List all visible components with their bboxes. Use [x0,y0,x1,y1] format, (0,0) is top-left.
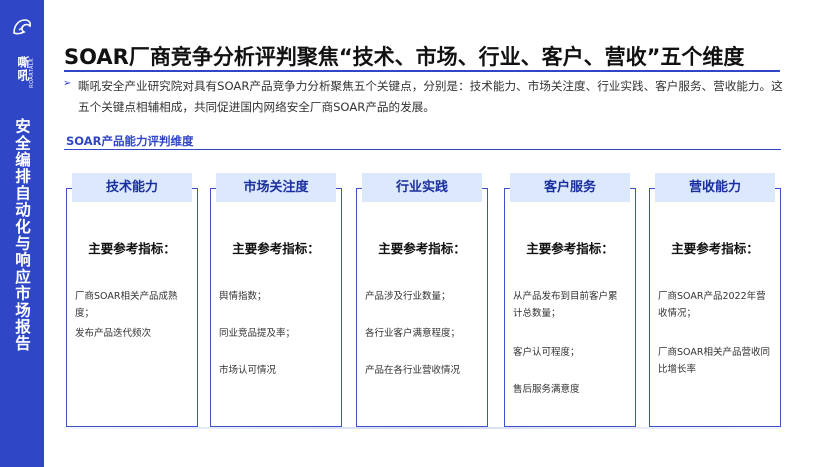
card-ref-label: 主要参考指标： [526,241,614,256]
card-item: 市场认可情况 [219,365,277,376]
sidebar: 嘶吼 ROARTALK 安全编排自动化与响应市场报告 [0,0,44,467]
brand-name-cn: 嘶吼 [16,56,30,82]
card-item: 发布产品迭代频次 [75,328,152,339]
card-header-market: 市场关注度 [216,173,336,202]
bottom-divider [64,427,781,429]
intro-paragraph: 嘶吼安全产业研究院对具有SOAR产品竞争力分析聚焦五个关键点，分别是：技术能力、… [78,79,783,114]
card-item: 厂商SOAR产品2022年营收情况； [658,291,766,319]
roar-logo-icon [13,19,32,35]
card-industry: 主要参考指标： 产品涉及行业数量； 各行业客户满意程度； 产品在各行业营收情况 [356,188,488,427]
title-divider [64,70,780,72]
section-title: SOAR产品能力评判维度 [66,134,194,148]
brand-logo: 嘶吼 ROARTALK [6,18,38,114]
card-item: 同业竞品提及率； [219,328,296,339]
card-item: 售后服务满意度 [513,384,580,395]
card-item: 从产品发布到目前客户累计总数量； [513,291,618,319]
card-header-customer: 客户服务 [510,173,630,202]
card-item: 舆情指数； [219,291,267,302]
card-technical: 主要参考指标： 厂商SOAR相关产品成熟度； 发布产品迭代频次 [66,188,198,427]
bullet-arrow-icon: ➢ [63,78,72,89]
card-ref-label: 主要参考指标： [88,241,176,256]
card-item: 产品涉及行业数量； [365,291,451,302]
card-header-industry: 行业实践 [362,173,482,202]
card-item: 产品在各行业营收情况 [365,365,461,376]
card-ref-label: 主要参考指标： [671,241,759,256]
card-header-revenue: 营收能力 [655,173,775,202]
card-item: 厂商SOAR相关产品成熟度； [75,291,178,319]
report-title-vertical: 安全编排自动化与响应市场报告 [13,118,31,352]
brand-name-en: ROARTALK [29,58,35,89]
card-item: 厂商SOAR相关产品营收同比增长率 [658,347,770,375]
card-ref-label: 主要参考指标： [378,241,466,256]
card-customer: 主要参考指标： 从产品发布到目前客户累计总数量； 客户认可程度； 售后服务满意度 [504,188,636,427]
card-header-technical: 技术能力 [72,173,192,202]
section-divider [64,149,781,150]
card-item: 各行业客户满意程度； [365,328,461,339]
page-title: SOAR厂商竞争分析评判聚焦“技术、市场、行业、客户、营收”五个维度 [64,45,745,69]
card-market: 主要参考指标： 舆情指数； 同业竞品提及率； 市场认可情况 [210,188,342,427]
card-revenue: 主要参考指标： 厂商SOAR产品2022年营收情况； 厂商SOAR相关产品营收同… [649,188,781,427]
card-ref-label: 主要参考指标： [232,241,320,256]
card-item: 客户认可程度； [513,347,580,358]
